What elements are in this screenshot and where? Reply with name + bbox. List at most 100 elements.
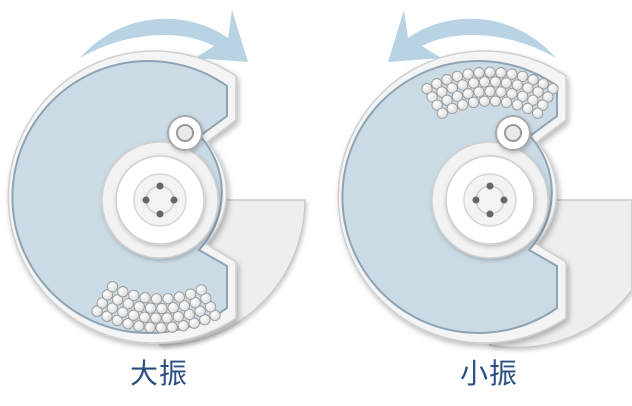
ball [162,292,174,305]
hub-inner-right [463,173,517,227]
stopper-pin-hole-left [176,124,194,142]
ball [111,294,124,306]
ball [473,67,485,79]
bolt-east-right [500,196,508,204]
ball [200,292,212,305]
ball [462,88,474,100]
rotation-arrow-left [80,10,248,62]
ball [441,94,453,106]
ball [426,91,438,103]
ball [516,70,529,83]
ball [506,88,518,100]
ball [431,78,443,90]
ball [106,281,119,293]
ball [166,321,178,333]
ball [547,83,559,95]
ball [172,311,184,323]
ball [489,76,502,88]
ball [183,308,195,321]
ball [511,99,523,111]
ball [478,76,491,88]
ball [467,77,480,89]
ball [189,296,201,309]
bolt-bottom-left [156,210,164,218]
ball [177,320,189,332]
ball [122,298,134,310]
ball [462,68,474,80]
ball [111,314,123,327]
ball [96,297,108,309]
ball [139,311,151,323]
ball [527,94,539,106]
ball [522,102,534,115]
ball [495,86,507,98]
ball [91,305,103,317]
ball [436,107,448,119]
bolt-bottom-right [486,210,494,218]
ball [457,79,469,91]
ball [431,99,443,111]
ball [511,79,523,91]
ball-cluster-right [421,66,559,119]
ball [128,289,140,302]
ball [195,284,207,296]
ball [446,82,458,94]
ball [101,289,114,301]
ball [532,86,544,98]
ball [127,309,140,321]
ball [144,302,157,314]
bolt-east-left [170,196,178,204]
ball [199,314,211,326]
rotation-arrow-right [388,10,556,62]
ball [532,107,544,119]
hub-inner-left [133,173,187,227]
bolt-west-right [472,196,480,204]
ball [457,99,469,111]
ball [421,83,433,95]
ball [542,91,554,103]
ball [446,102,458,115]
ball [167,302,179,314]
ball [537,99,549,111]
left-vibrator [7,10,306,346]
ball [500,77,513,89]
ball [117,306,129,318]
ball [101,310,113,322]
ball [484,66,496,78]
right-vibrator [337,10,632,349]
ball [155,322,167,334]
ball [178,300,191,312]
ball [150,293,163,305]
ball [436,86,448,98]
bolt-top-right [486,182,494,190]
ball [516,90,529,103]
ball [133,320,145,332]
ball [204,301,217,313]
ball [527,74,539,86]
stopper-pin-hole-right [504,124,522,142]
ball [495,67,507,79]
ball [173,291,186,303]
ball [150,312,162,324]
ball [122,318,134,330]
ball [467,96,480,109]
bolt-west-left [142,196,150,204]
ball [144,321,156,334]
ball [473,86,485,98]
ball [489,95,502,107]
ball [484,85,496,98]
ball [184,288,197,300]
ball [537,78,549,90]
ball [139,292,151,304]
ball [478,95,491,107]
ball [500,96,513,109]
caption-large-amplitude: 大振 [129,357,188,390]
ball [506,68,518,80]
ball [451,70,464,83]
caption-small-amplitude: 小振 [459,357,518,390]
ball [117,286,129,298]
ball [106,302,118,314]
ball [133,300,145,313]
